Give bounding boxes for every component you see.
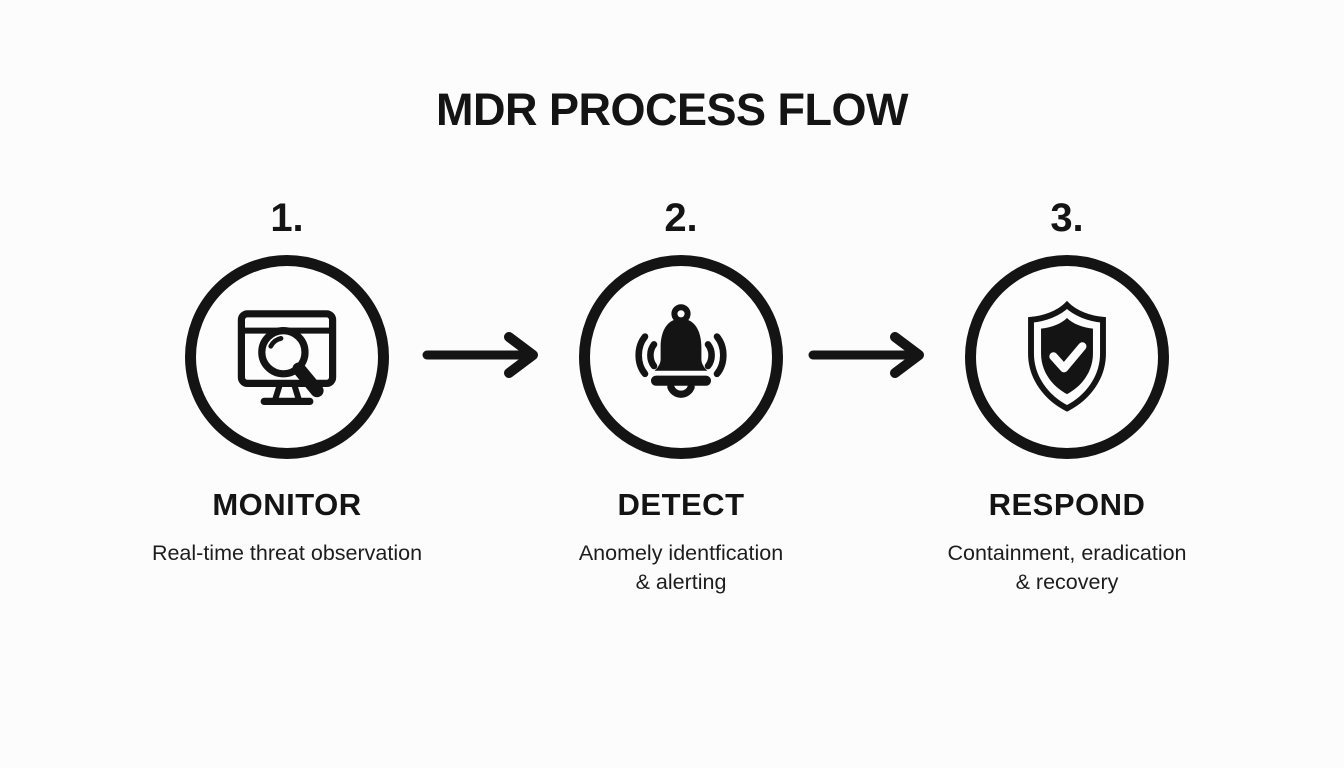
step-number: 2. [664, 196, 698, 240]
step-description: Containment, eradication & recovery [947, 541, 1187, 595]
step-number: 1. [270, 196, 304, 240]
flow-arrow-right-icon [808, 332, 924, 378]
step-title-detect: DETECT [617, 487, 745, 522]
flow-arrow-right-icon [422, 332, 538, 378]
step-monitor: 1. MONITOR Real-time threat observation [117, 196, 457, 568]
step-number: 3. [1050, 196, 1084, 240]
monitor-search-icon [227, 297, 347, 417]
shield-check-icon [1008, 298, 1126, 416]
step-circle [965, 255, 1169, 459]
step-detect: 2. DETECT Anomely identfication & alerti… [511, 196, 851, 597]
step-title-monitor: MONITOR [212, 487, 362, 522]
step-circle [185, 255, 389, 459]
step-respond: 3. RESPOND Containment, eradication & re… [897, 196, 1237, 597]
step-title-respond: RESPOND [988, 487, 1146, 522]
alert-bell-icon [621, 297, 741, 417]
diagram-title: MDR PROCESS FLOW [436, 84, 909, 135]
step-circle [579, 255, 783, 459]
step-description: Anomely identfication & alerting [578, 541, 784, 595]
step-description: Real-time threat observation [151, 541, 423, 565]
